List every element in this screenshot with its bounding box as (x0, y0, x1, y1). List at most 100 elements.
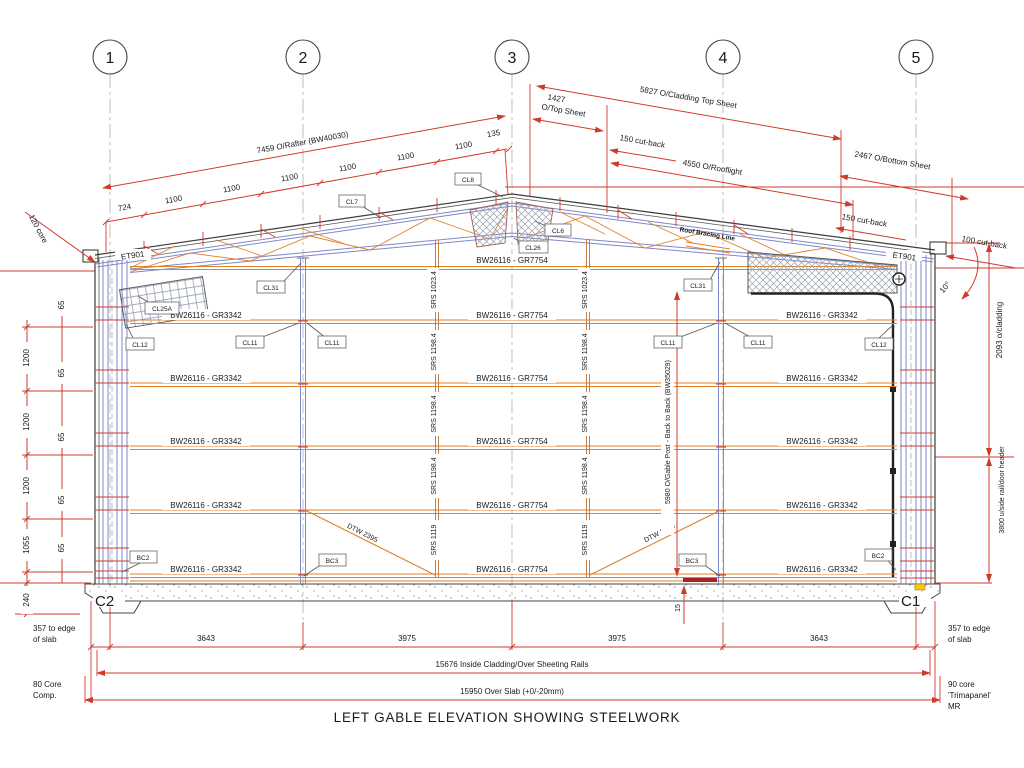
grid-label-4: 4 (719, 50, 728, 67)
svg-text:Comp.: Comp. (33, 691, 57, 700)
post-size-label: SRS 1198.4 (582, 457, 589, 494)
post-size-label: SRS 1023.4 (431, 271, 438, 309)
rafter-seg-dim: 1100 (396, 150, 415, 162)
left-wall-cladding (82, 249, 129, 584)
rail-label: BW26116 - GR7754 (476, 437, 548, 446)
column-grid4 (715, 257, 727, 584)
svg-text:65: 65 (57, 300, 66, 309)
rail-label: BW26116 - GR7754 (476, 256, 548, 265)
core-dim: 120 core (27, 213, 50, 245)
mark-cl26: CL26 (525, 245, 541, 252)
svg-text:65: 65 (57, 495, 66, 504)
rail-labels: BW26116 - GR7754 BW26116 - GR3342 BW2611… (162, 254, 866, 574)
mark-labels: CL8 CL7 CL6 CL26 CL31 CL31 CL25A CL12 CL… (115, 172, 922, 577)
svg-text:1200: 1200 (22, 477, 31, 495)
svg-text:of slab: of slab (948, 635, 972, 644)
cutback-dim-bottom: 150 cut-back (841, 212, 889, 229)
edge-dim-left: 357 to edge (33, 624, 76, 633)
rail-label: BW26116 - GR3342 (786, 501, 858, 510)
wind-braces (304, 509, 722, 576)
mark-cl11: CL11 (324, 340, 339, 347)
trimapanel-note: 90 core (948, 680, 975, 689)
grid-label-2: 2 (299, 50, 308, 67)
grid-label-1: 1 (106, 50, 115, 67)
column-grid2 (297, 257, 309, 584)
roof-angle-note: 10° (938, 246, 979, 300)
bay-span-dim: 3643 (197, 634, 215, 643)
cladding-height-dim: 2093 o/cladding (995, 302, 1004, 359)
grid-label-5: 5 (912, 50, 921, 67)
svg-text:65: 65 (57, 432, 66, 441)
post-size-label: SRS 1198.4 (582, 395, 589, 432)
bay-span-dim: 3975 (608, 634, 626, 643)
rafter-seg-dim: 1100 (222, 182, 241, 194)
roof-angle-label: 10° (938, 280, 953, 295)
mark-et901-right: ET901 (892, 250, 917, 262)
rafter-seg-dim: 1100 (280, 171, 299, 183)
mark-et901-left: ET901 (120, 249, 145, 261)
left-wall-rail-ties (95, 306, 129, 579)
door-header (747, 251, 898, 294)
right-wall-rail-ties (900, 306, 934, 579)
post-size-label: SRS 1198.4 (582, 333, 589, 370)
gable-post-dim: 5980 O/Gable Post - Back to Back (BW3502… (661, 291, 717, 624)
door-header-dim: 3800 u/side rail/door header (999, 446, 1006, 534)
door-corner-highlight (914, 583, 926, 591)
mark-cl12-right: CL12 (871, 342, 887, 349)
svg-text:MR: MR (948, 702, 961, 711)
post-size-label: SRS 1119 (582, 524, 589, 555)
post-size-label: SRS 1198.4 (431, 333, 438, 370)
svg-text:240: 240 (22, 593, 31, 607)
left-gutter (82, 249, 99, 263)
svg-text:65: 65 (57, 368, 66, 377)
cutback-dim-top: 150 cut-back (619, 133, 667, 150)
svg-text:1200: 1200 (22, 413, 31, 431)
roof-bracing-note: Roof Bracing Line (679, 226, 736, 254)
rail-label: BW26116 - GR3342 (170, 374, 242, 383)
mark-cl6: CL6 (552, 228, 564, 235)
grid-bubbles: 1 2 3 4 5 (92, 39, 934, 75)
slab-gap-dim: 15 (675, 604, 682, 612)
rail-label: BW26116 - GR3342 (170, 311, 242, 320)
rafter-seg-dim: 1100 (164, 193, 183, 205)
cutback-dim-eave: 100 cut-back (961, 234, 1009, 251)
left-dims: 120 core 65 65 65 65 65 1200 1200 1200 1… (15, 211, 96, 618)
svg-text:'Trimapanel': 'Trimapanel' (948, 691, 991, 700)
rail-label: BW26116 - GR7754 (476, 374, 548, 383)
rooflight-dim: 4550 O/Rooflight (682, 158, 743, 177)
mark-cl7: CL7 (346, 199, 358, 206)
mark-bc2-right: BC2 (872, 553, 885, 560)
grid-lines (109, 74, 917, 620)
overall-slab-dim: 15950 Over Slab (+0/-20mm) (460, 687, 564, 696)
right-dims: 2093 o/cladding 3800 u/side rail/door he… (986, 243, 1006, 583)
rail-label: BW26116 - GR7754 (476, 565, 548, 574)
side-rails (130, 319, 897, 582)
brace-label-right: DTW 2395 (634, 515, 683, 548)
apex-gusset-plates (469, 201, 554, 248)
mark-cl31-right: CL31 (690, 283, 706, 290)
drawing-title: LEFT GABLE ELEVATION SHOWING STEELWORK (334, 710, 681, 725)
roller-door-track (751, 272, 906, 577)
rafter-seg-dim: 724 (117, 202, 132, 213)
mark-c1: C1 (901, 593, 920, 610)
rail-label: BW26116 - GR3342 (170, 501, 242, 510)
slab (84, 583, 941, 614)
post-size-label: SRS 1119 (431, 524, 438, 555)
mark-bc3-left: BC3 (326, 558, 339, 565)
bay-span-dim: 3975 (398, 634, 416, 643)
rail-label: BW26116 - GR3342 (786, 565, 858, 574)
bottom-sheet-dim: 2467 O/Bottom Sheet (854, 150, 932, 172)
rail-label: BW26116 - GR3342 (170, 565, 242, 574)
top-sheet-dim-label: O/Top Sheet (541, 102, 587, 118)
rail-label: BW26116 - GR7754 (476, 311, 548, 320)
mark-cl11: CL11 (660, 340, 675, 347)
mark-cl31-left: CL31 (263, 285, 279, 292)
mark-bc2-left: BC2 (137, 555, 150, 562)
rail-label: BW26116 - GR3342 (786, 374, 858, 383)
rafter-seg-dim: 135 (486, 128, 501, 139)
rail-label: BW26116 - GR3342 (170, 437, 242, 446)
rail-label: BW26116 - GR3342 (786, 437, 858, 446)
rail-label: BW26116 - GR3342 (786, 311, 858, 320)
